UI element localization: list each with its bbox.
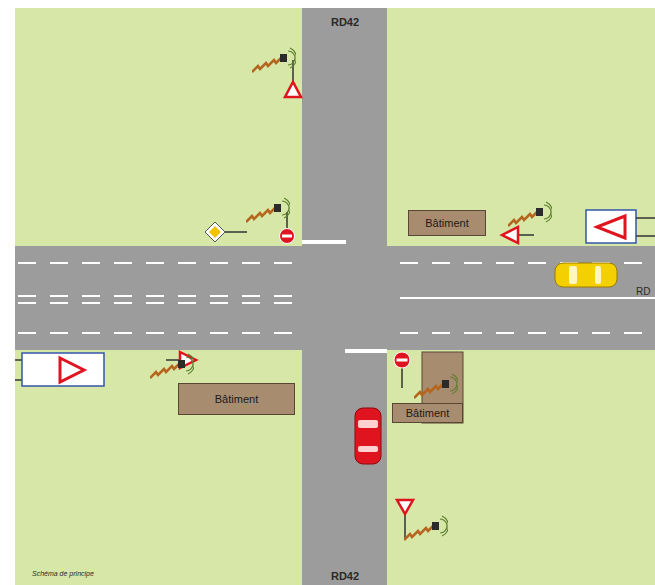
danger-sign-top	[252, 48, 301, 97]
building-label: Bâtiment	[215, 393, 258, 405]
building-label: Bâtiment	[406, 407, 449, 419]
yield-sign-left	[150, 352, 196, 378]
priority-road-sign	[205, 222, 247, 242]
road-name: RD	[636, 286, 650, 297]
stop-line	[345, 349, 387, 353]
grass-ground	[15, 8, 655, 585]
lane-markings	[18, 263, 655, 333]
no-entry-sign-top	[246, 198, 295, 244]
no-entry-sign-bottom	[394, 352, 458, 398]
building-box: Bâtiment	[392, 403, 463, 423]
advance-sign-panel	[586, 210, 655, 243]
diagram-note: Schéma de principe	[32, 570, 94, 578]
yield-sign-bottom	[397, 500, 448, 540]
road-name: RD42	[331, 570, 359, 582]
building-label: Bâtiment	[425, 217, 468, 229]
building-box: Bâtiment	[178, 383, 295, 415]
red-car	[355, 408, 381, 464]
road-name: RD42	[331, 16, 359, 28]
yield-sign-right	[502, 202, 552, 243]
building-box: Bâtiment	[408, 210, 486, 236]
road-horizontal	[15, 246, 655, 350]
advance-sign-panel	[15, 353, 104, 386]
stop-line	[302, 240, 346, 244]
yellow-car	[555, 263, 617, 287]
